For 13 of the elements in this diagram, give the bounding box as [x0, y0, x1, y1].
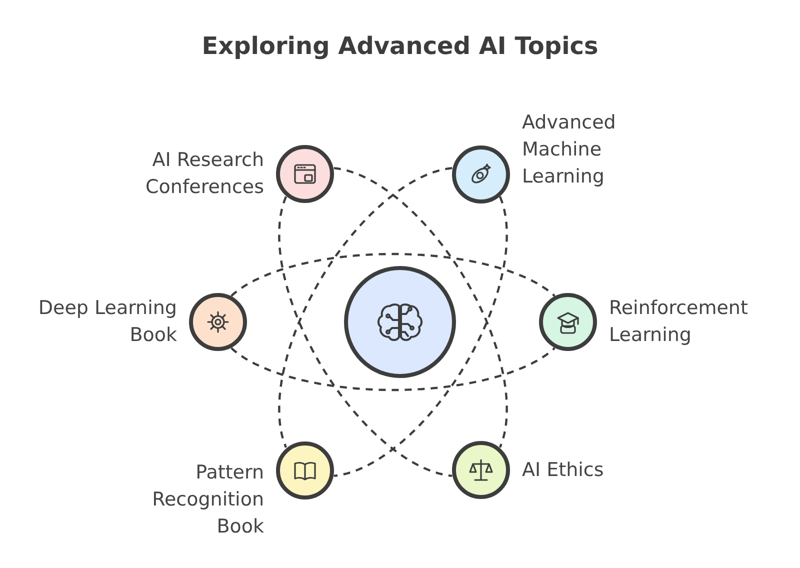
- orbit-line: [230, 347, 556, 392]
- topic-label: Reinforcement Learning: [609, 296, 749, 348]
- topic-label: AI Research Conferences: [144, 148, 264, 200]
- orbit-line: [230, 252, 556, 297]
- orbit-line: [334, 196, 508, 477]
- topic-label: AI Ethics: [522, 458, 605, 482]
- topic-label: Pattern Recognition Book: [151, 460, 264, 540]
- topic-label: Advanced Machine Learning: [522, 110, 617, 190]
- topic-label: Deep Learning Book: [37, 296, 177, 348]
- orbit-line: [278, 196, 452, 477]
- diagram-title: Exploring Advanced AI Topics: [200, 32, 600, 60]
- orbit-line: [278, 167, 452, 448]
- orbit-line: [334, 167, 508, 448]
